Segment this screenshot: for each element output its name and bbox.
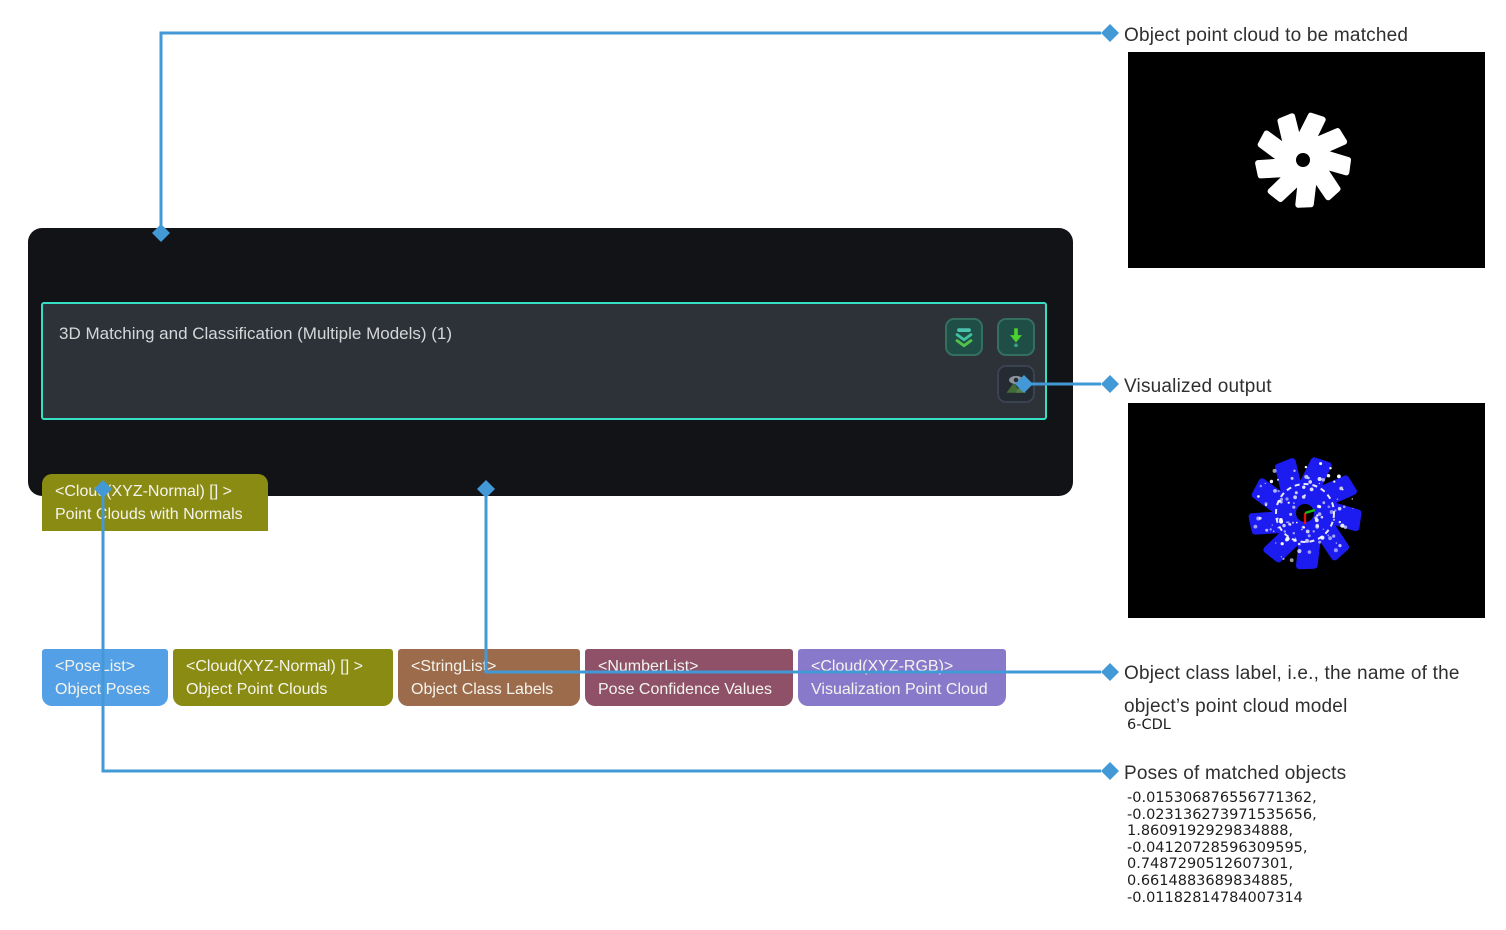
connector-line-class-labels <box>484 489 1101 674</box>
eye-over-landscape-icon <box>1006 375 1026 393</box>
pose-values-list: -0.015306876556771362, -0.02313627397153… <box>1127 790 1317 906</box>
output-port-label: Object Class Labels <box>411 680 554 698</box>
node-body[interactable]: 3D Matching and Classification (Multiple… <box>41 302 1047 420</box>
output-port-type: <PoseList> <box>55 657 136 675</box>
connector-diamond <box>1101 24 1119 42</box>
output-port-type: <Cloud(XYZ-Normal) [] > <box>186 657 363 675</box>
collapse-button[interactable] <box>945 318 983 356</box>
output-port-visualization-point-cloud[interactable]: <Cloud(XYZ-RGB)> Visualization Point Clo… <box>798 649 1006 706</box>
output-port-label: Pose Confidence Values <box>598 680 773 698</box>
input-port-label: Point Clouds with Normals <box>55 505 243 523</box>
connector-diamond <box>1101 762 1119 780</box>
annotation-poses: Poses of matched objects <box>1124 763 1347 784</box>
pose-value: 1.8609192929834888, <box>1127 823 1294 840</box>
output-port-label: Object Poses <box>55 680 151 698</box>
output-port-object-point-clouds[interactable]: <Cloud(XYZ-Normal) [] > Object Point Clo… <box>173 649 393 706</box>
connector-line-input-cloud <box>159 31 1101 233</box>
output-port-type: <StringList> <box>411 657 497 675</box>
output-port-label: Visualization Point Cloud <box>811 680 988 698</box>
pose-value: -0.023136273971535656, <box>1127 806 1317 823</box>
visualized-output-image <box>1128 403 1485 618</box>
blue-gear-point-cloud-graphic <box>1248 457 1362 570</box>
node-title: 3D Matching and Classification (Multiple… <box>59 324 453 343</box>
pose-value: -0.015306876556771362, <box>1127 790 1317 806</box>
green-down-arrow-icon <box>1010 328 1022 348</box>
output-port-object-class-labels[interactable]: <StringList> Object Class Labels <box>398 649 580 706</box>
pose-value: 0.7487290512607301, <box>1127 856 1294 873</box>
pose-value: 0.6614883689834885, <box>1127 872 1294 889</box>
run-step-button[interactable] <box>997 318 1035 356</box>
annotation-visualized-output: Visualized output <box>1124 376 1272 397</box>
pose-value: -0.01182814784007314 <box>1127 889 1303 906</box>
pose-value: -0.04120728596309595, <box>1127 839 1308 856</box>
visualization-output-button[interactable] <box>997 365 1035 403</box>
connector-diamond <box>1101 375 1119 393</box>
matched-point-cloud-image <box>1128 52 1485 268</box>
white-gear-point-cloud-graphic <box>1255 112 1351 208</box>
output-port-label: Object Point Clouds <box>186 680 328 698</box>
output-port-pose-confidence-values[interactable]: <NumberList> Pose Confidence Values <box>585 649 793 706</box>
output-port-type: <NumberList> <box>598 657 699 675</box>
node-3d-matching-and-classification[interactable]: <Cloud(XYZ-Normal) [] > Point Clouds wit… <box>28 228 1073 706</box>
connector-line-object-poses <box>101 489 1101 773</box>
connector-diamond <box>1101 663 1119 681</box>
output-port-object-poses[interactable]: <PoseList> Object Poses <box>42 649 168 706</box>
input-port-type: <Cloud(XYZ-Normal) [] > <box>55 482 232 500</box>
annotation-matched-cloud: Object point cloud to be matched <box>1124 25 1409 46</box>
input-port-point-clouds-with-normals[interactable]: <Cloud(XYZ-Normal) [] > Point Clouds wit… <box>42 474 268 531</box>
output-port-type: <Cloud(XYZ-RGB)> <box>811 657 954 675</box>
annotation-class-label: Object class label, i.e., the name of th… <box>1124 663 1460 717</box>
double-chevron-down-icon <box>955 328 973 348</box>
class-label-value: 6-CDL <box>1127 717 1171 733</box>
